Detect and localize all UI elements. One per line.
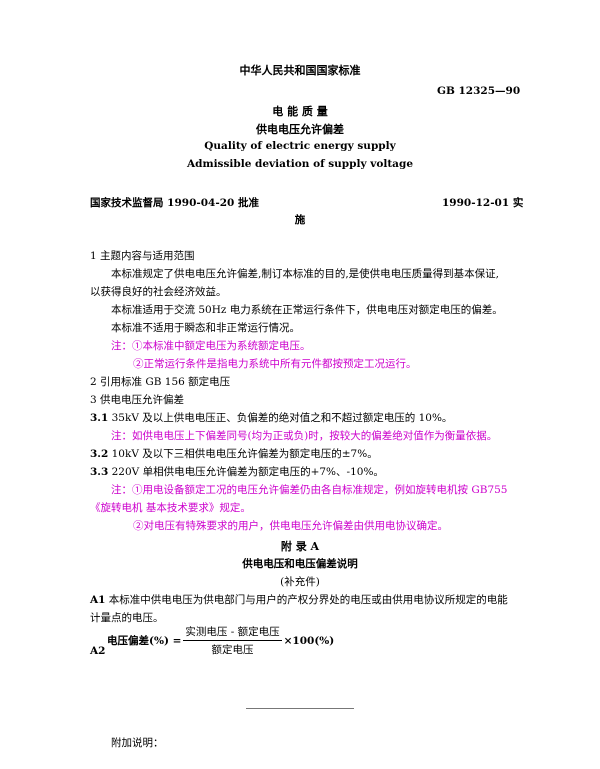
formula-denominator: 额定电压 — [211, 644, 254, 656]
section1-heading: 1 主题内容与适用范围 — [90, 250, 195, 262]
note-3-1: 注：如供电电压上下偏差同号(均为正或负)时，按较大的偏差绝对值作为衡量依据。 — [111, 430, 498, 442]
approval-right: 1990-12-01 实 — [442, 197, 524, 209]
appendix-a1-text: 本标准中供电电压为供电部门与用户的产权分界处的电压或由供用电协议所规定的电能 — [105, 594, 508, 606]
section1-para3: 本标准不适用于瞬态和非正常运行情况。 — [111, 322, 300, 334]
approval-left: 国家技术监督局 1990-04-20 批准 — [90, 197, 259, 209]
item-3-2: 3.2 10kV 及以下三相供电电压允许偏差为额定电压的±7%。 — [90, 446, 378, 461]
formula-rhs: ×100(%) — [283, 634, 335, 647]
title-en-main: Quality of electric energy supply — [204, 140, 396, 152]
appendix-a1-line2: 计量点的电压。 — [90, 612, 164, 624]
footer-divider — [246, 708, 354, 709]
note-3-3-line2: 《旋转电机 基本技术要求》规定。 — [90, 502, 251, 514]
item-3-1: 3.1 35kV 及以上供电电压正、负偏差的绝对值之和不超过额定电压的 10%。 — [90, 410, 452, 425]
item-3-3-text: 220V 单相供电电压允许偏差为额定电压的+7%、-10%。 — [108, 466, 384, 478]
approval-wrap: 施 — [294, 214, 306, 226]
voltage-deviation-formula: 电压偏差(%) = 实测电压 - 额定电压 额定电压 ×100(%) — [107, 624, 334, 657]
item-3-3-number: 3.3 — [90, 466, 109, 478]
appendix-supplement: (补充件) — [280, 576, 320, 588]
title-cn-main: 电 能 质 量 — [272, 105, 328, 118]
item-3-1-text: 35kV 及以上供电电压正、负偏差的绝对值之和不超过额定电压的 10%。 — [108, 412, 453, 424]
item-3-2-number: 3.2 — [90, 448, 109, 460]
section2-heading: 2 引用标准 GB 156 额定电压 — [90, 376, 231, 388]
appendix-subtitle: 供电电压和电压偏差说明 — [242, 558, 358, 570]
section1-para2: 本标准适用于交流 50Hz 电力系统在正常运行条件下，供电电压对额定电压的偏差。 — [111, 304, 503, 316]
note-3-3-line1: 注：①用电设备额定工况的电压允许偏差仍由各自标准规定，例如旋转电机按 GB755 — [111, 484, 508, 496]
item-3-2-text: 10kV 及以下三相供电电压允许偏差为额定电压的±7%。 — [108, 448, 378, 460]
formula-lhs: 电压偏差(%) = — [107, 635, 182, 647]
org-title: 中华人民共和国国家标准 — [239, 64, 361, 77]
section1-note1: 注：①本标准中额定电压为系统额定电压。 — [111, 340, 311, 352]
item-3-3: 3.3 220V 单相供电电压允许偏差为额定电压的+7%、-10%。 — [90, 464, 384, 479]
standard-number: GB 12325—90 — [437, 85, 521, 97]
section3-heading: 3 供电电压允许偏差 — [90, 394, 185, 406]
formula-fraction: 实测电压 - 额定电压 额定电压 — [183, 624, 282, 657]
additional-note: 附加说明： — [111, 737, 164, 749]
note-3-3-line3: ②对电压有特殊要求的用户，供电电压允许偏差由供用电协议确定。 — [133, 520, 448, 532]
formula-numerator: 实测电压 - 额定电压 — [183, 624, 282, 641]
title-en-sub: Admissible deviation of supply voltage — [186, 158, 414, 170]
appendix-a2-number: A2 — [90, 645, 106, 657]
appendix-a1-line1: A1 本标准中供电电压为供电部门与用户的产权分界处的电压或由供用电协议所规定的电… — [90, 592, 508, 607]
section1-para1-line2: 以获得良好的社会经济效益。 — [90, 286, 227, 298]
appendix-title: 附 录 A — [280, 540, 320, 553]
appendix-a1-number: A1 — [90, 594, 106, 606]
section1-para1-line1: 本标准规定了供电电压允许偏差,制订本标准的目的,是使供电电压质量得到基本保证, — [111, 268, 500, 280]
title-cn-sub: 供电电压允许偏差 — [256, 123, 344, 136]
section1-note2: ②正常运行条件是指电力系统中所有元件都按预定工况运行。 — [133, 358, 417, 370]
item-3-1-number: 3.1 — [90, 412, 109, 424]
